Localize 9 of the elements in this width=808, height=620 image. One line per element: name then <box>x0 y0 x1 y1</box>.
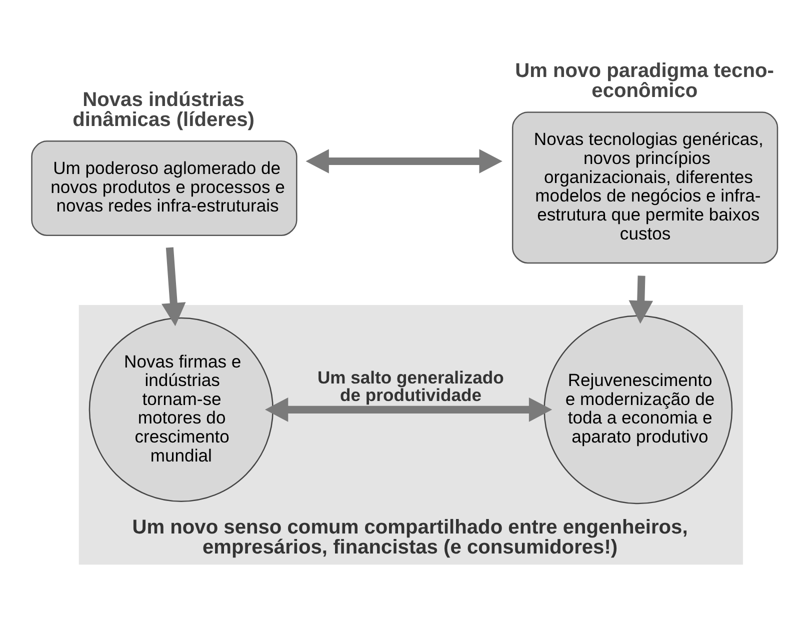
arrow <box>264 397 552 422</box>
arrow <box>162 246 186 326</box>
edge-label: Um salto generalizado de produtividade <box>317 367 504 405</box>
node-circle: Rejuvenescimento e modernização de toda a economia e aparato produtivo <box>544 314 733 504</box>
arrow <box>306 148 502 173</box>
node-label: Novas indústrias dinâmicas (líderes) <box>72 88 254 130</box>
node-label: Um novo paradigma tecno-econômico <box>515 59 774 102</box>
node-circle: Novas firmas e indústrias tornam-se motores do crescimento mundial <box>88 316 274 502</box>
arrow <box>628 275 654 324</box>
